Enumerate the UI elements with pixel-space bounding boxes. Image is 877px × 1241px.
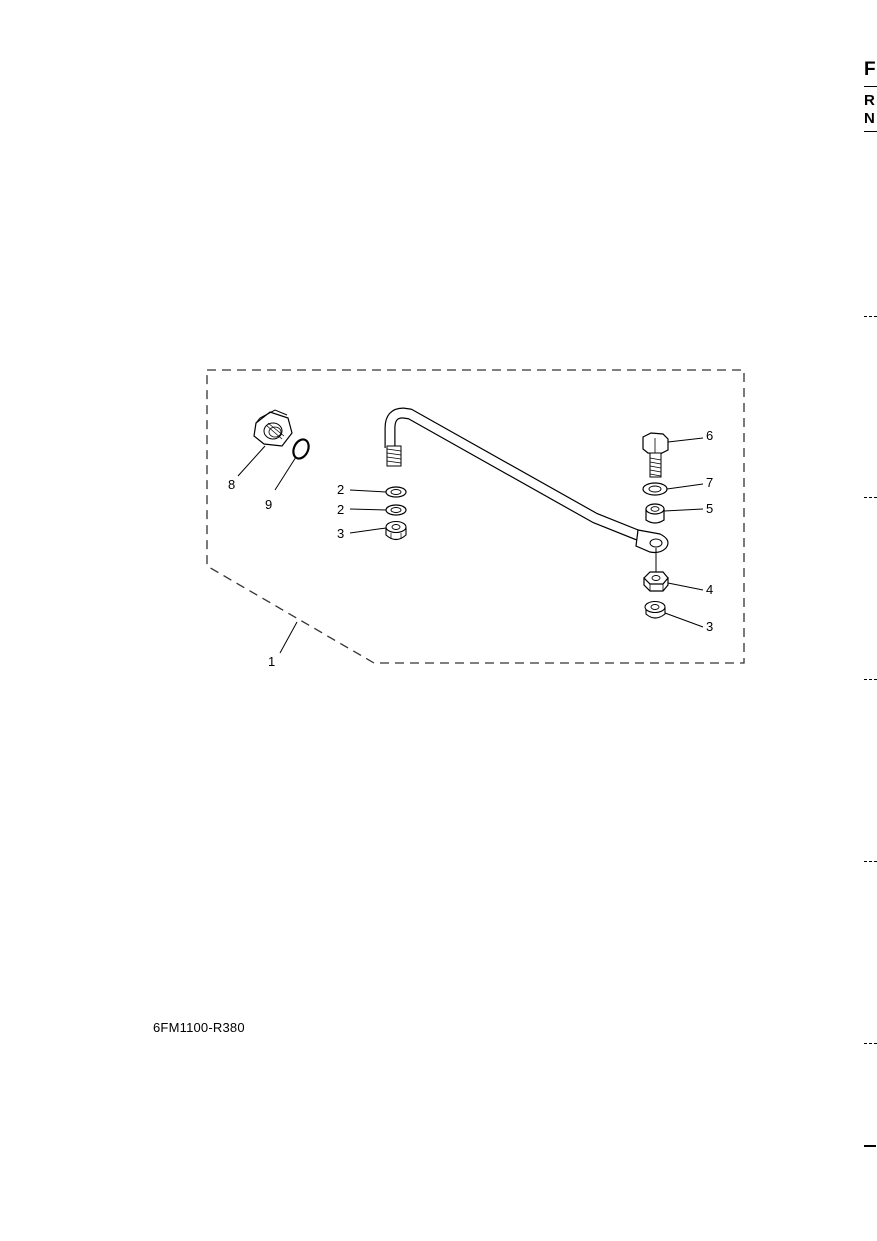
part-7-washer: [642, 482, 668, 496]
edge-header-letter-1: F: [864, 59, 876, 80]
part-6-bolt: [642, 432, 669, 478]
part-5-collar: [645, 503, 665, 524]
callout-5: 5: [706, 501, 713, 516]
callout-9: 9: [265, 497, 272, 512]
part-2-washer-upper: [385, 486, 407, 498]
edge-footer-rule: [864, 1145, 876, 1147]
edge-header-letter-3: N: [864, 110, 875, 127]
callout-4: 4: [706, 582, 713, 597]
edge-table-rule: [864, 316, 877, 317]
part-3-nut-right: [644, 600, 666, 619]
edge-table-rule: [864, 679, 877, 680]
callout-3-right: 3: [706, 619, 713, 634]
edge-header-letter-2: R: [864, 92, 875, 109]
edge-header-rule-1: [864, 86, 877, 87]
part-1-rod: [384, 407, 669, 554]
callout-1: 1: [268, 654, 275, 669]
edge-header-rule-2: [864, 131, 877, 132]
edge-table-rule: [864, 861, 877, 862]
kit-outline-dashed: [206, 369, 745, 664]
edge-table-rule: [864, 1043, 877, 1044]
part-3-nut-left: [385, 520, 407, 541]
part-9-o-ring: [292, 438, 310, 460]
part-4-hex-nut: [643, 571, 669, 592]
callout-7: 7: [706, 475, 713, 490]
edge-table-rule: [864, 497, 877, 498]
callout-2-lower: 2: [337, 502, 344, 517]
callout-8: 8: [228, 477, 235, 492]
figure-code: 6FM1100-R380: [153, 1020, 245, 1035]
callout-6: 6: [706, 428, 713, 443]
part-8-fitting: [253, 409, 293, 447]
part-2-washer-lower: [385, 504, 407, 516]
leader-lines: [237, 437, 704, 654]
callout-2-upper: 2: [337, 482, 344, 497]
callout-3-left: 3: [337, 526, 344, 541]
